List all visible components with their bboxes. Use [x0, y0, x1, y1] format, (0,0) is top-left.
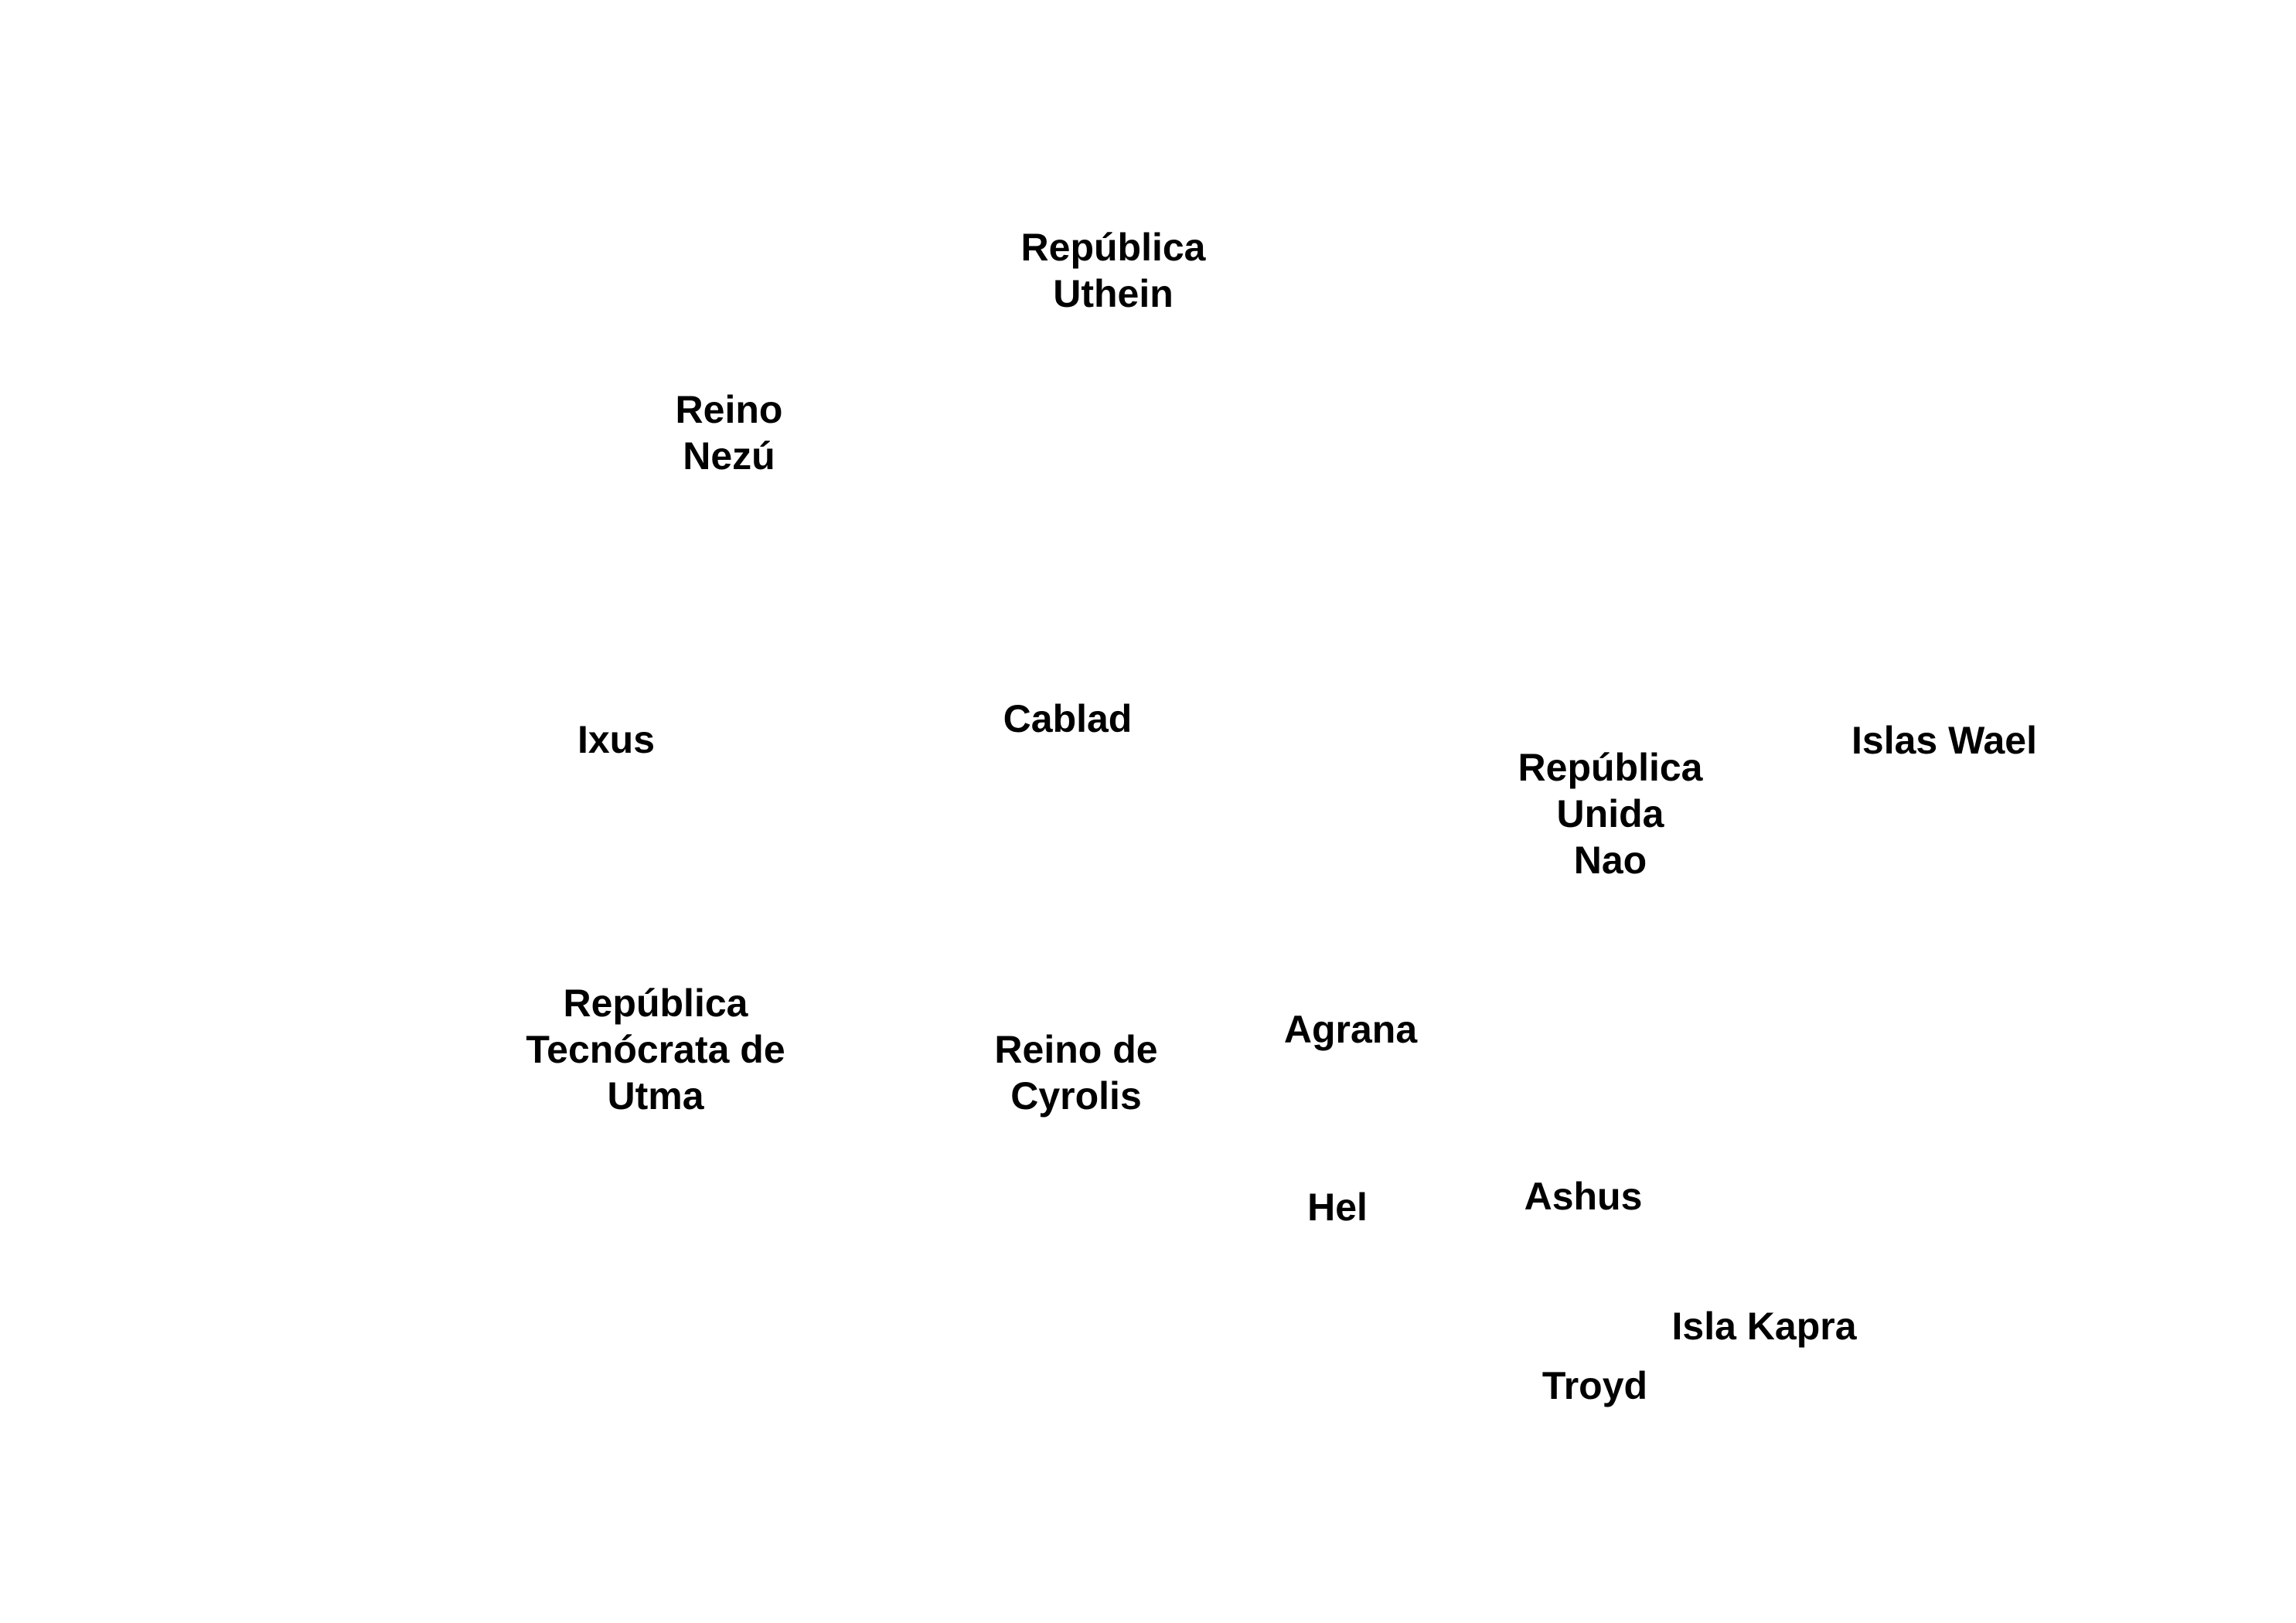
region-label-isla-kapra: Isla Kapra	[1671, 1305, 1857, 1348]
region-label-republica-uthein: República Uthein	[1020, 226, 1206, 315]
region-label-cablad: Cablad	[1003, 697, 1133, 740]
region-label-ashus: Ashus	[1524, 1175, 1643, 1218]
region-label-reino-nezu: Reino Nezú	[675, 388, 783, 478]
region-label-ixus: Ixus	[577, 718, 656, 761]
region-label-agrana: Agrana	[1283, 1008, 1418, 1051]
region-label-republica-unida-nao: República Unida Nao	[1518, 746, 1703, 882]
region-label-islas-wael: Islas Wael	[1851, 719, 2037, 762]
region-label-hel: Hel	[1307, 1186, 1368, 1229]
region-label-troyd: Troyd	[1541, 1364, 1648, 1407]
region-label-republica-tecnocrata-utma: República Tecnócrata de Utma	[526, 982, 785, 1118]
region-label-reino-cyrolis: Reino de Cyrolis	[994, 1028, 1158, 1118]
